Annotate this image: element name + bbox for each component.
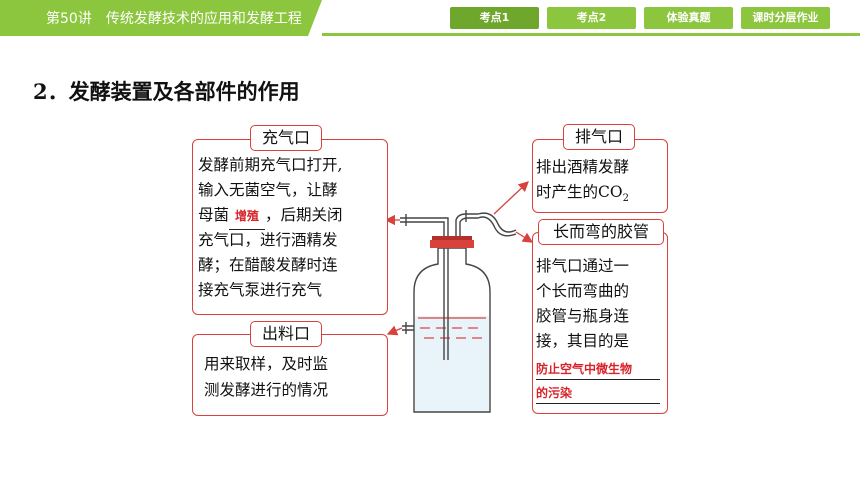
tab-kaodian-1[interactable]: 考点1 — [450, 7, 539, 29]
inlet-description-box — [192, 139, 388, 315]
bottle-stopper — [430, 240, 474, 248]
top-bar: 第50讲 传统发酵技术的应用和发酵工程 考点1 考点2 体验真题 课时分层作业 — [0, 0, 860, 36]
curved-hose — [477, 212, 517, 233]
exhaust-description-box — [532, 139, 668, 213]
inlet-line-4: 充气口，进行酒精发 — [198, 231, 338, 249]
section-heading: 2．发酵装置及各部件的作用 — [33, 79, 300, 104]
tube-line-3: 胶管与瓶身连 — [536, 307, 630, 325]
tube-line-2: 个长而弯曲的 — [536, 282, 630, 300]
bottle-outline — [413, 247, 491, 413]
exhaust-line-2: 时产生的CO2 — [536, 183, 629, 205]
tab-homework[interactable]: 课时分层作业 — [741, 7, 830, 29]
liquid-lines — [418, 317, 486, 339]
outlet-label: 出料口 — [250, 321, 322, 347]
tube-line-1: 排气口通过一 — [536, 257, 630, 275]
inlet-label: 充气口 — [250, 125, 322, 151]
inlet-answer: 增殖 — [235, 209, 260, 223]
lecture-title: 第50讲 传统发酵技术的应用和发酵工程 — [46, 11, 302, 27]
tube-description-box — [532, 232, 668, 414]
tube-label: 长而弯的胶管 — [538, 219, 664, 245]
sample-outlet — [402, 325, 414, 331]
tube-line-4: 接，其目的是 — [536, 332, 630, 350]
tab-kaodian-2[interactable]: 考点2 — [547, 7, 636, 29]
tube-answer-line-2: 的污染 — [536, 382, 660, 404]
inlet-line-5: 酵；在醋酸发酵时连 — [198, 256, 338, 274]
tube-answer-line-1: 防止空气中微生物 — [536, 358, 660, 380]
outlet-line-1: 用来取样，及时监 — [204, 355, 329, 373]
arrow-exhaust — [493, 181, 529, 215]
tab-real-exam[interactable]: 体验真题 — [644, 7, 733, 29]
outlet-line-2: 测发酵进行的情况 — [204, 381, 329, 399]
nav-underline — [322, 33, 860, 36]
arrow-tube — [515, 231, 534, 243]
lecture-title-tab: 第50讲 传统发酵技术的应用和发酵工程 — [0, 0, 322, 36]
inlet-line-1: 发酵前期充气口打开, — [198, 156, 343, 174]
exhaust-line-1: 排出酒精发酵 — [536, 158, 630, 176]
inlet-line-3: 母菌增殖，后期关闭 — [198, 203, 343, 230]
outlet-description-box — [192, 334, 388, 416]
inlet-pipe — [400, 221, 445, 236]
inlet-line-6: 接充气泵进行充气 — [198, 281, 323, 299]
inlet-line-2: 输入无菌空气，让酵 — [198, 181, 338, 199]
exhaust-label: 排气口 — [563, 124, 635, 150]
arrow-outlet — [386, 325, 403, 336]
